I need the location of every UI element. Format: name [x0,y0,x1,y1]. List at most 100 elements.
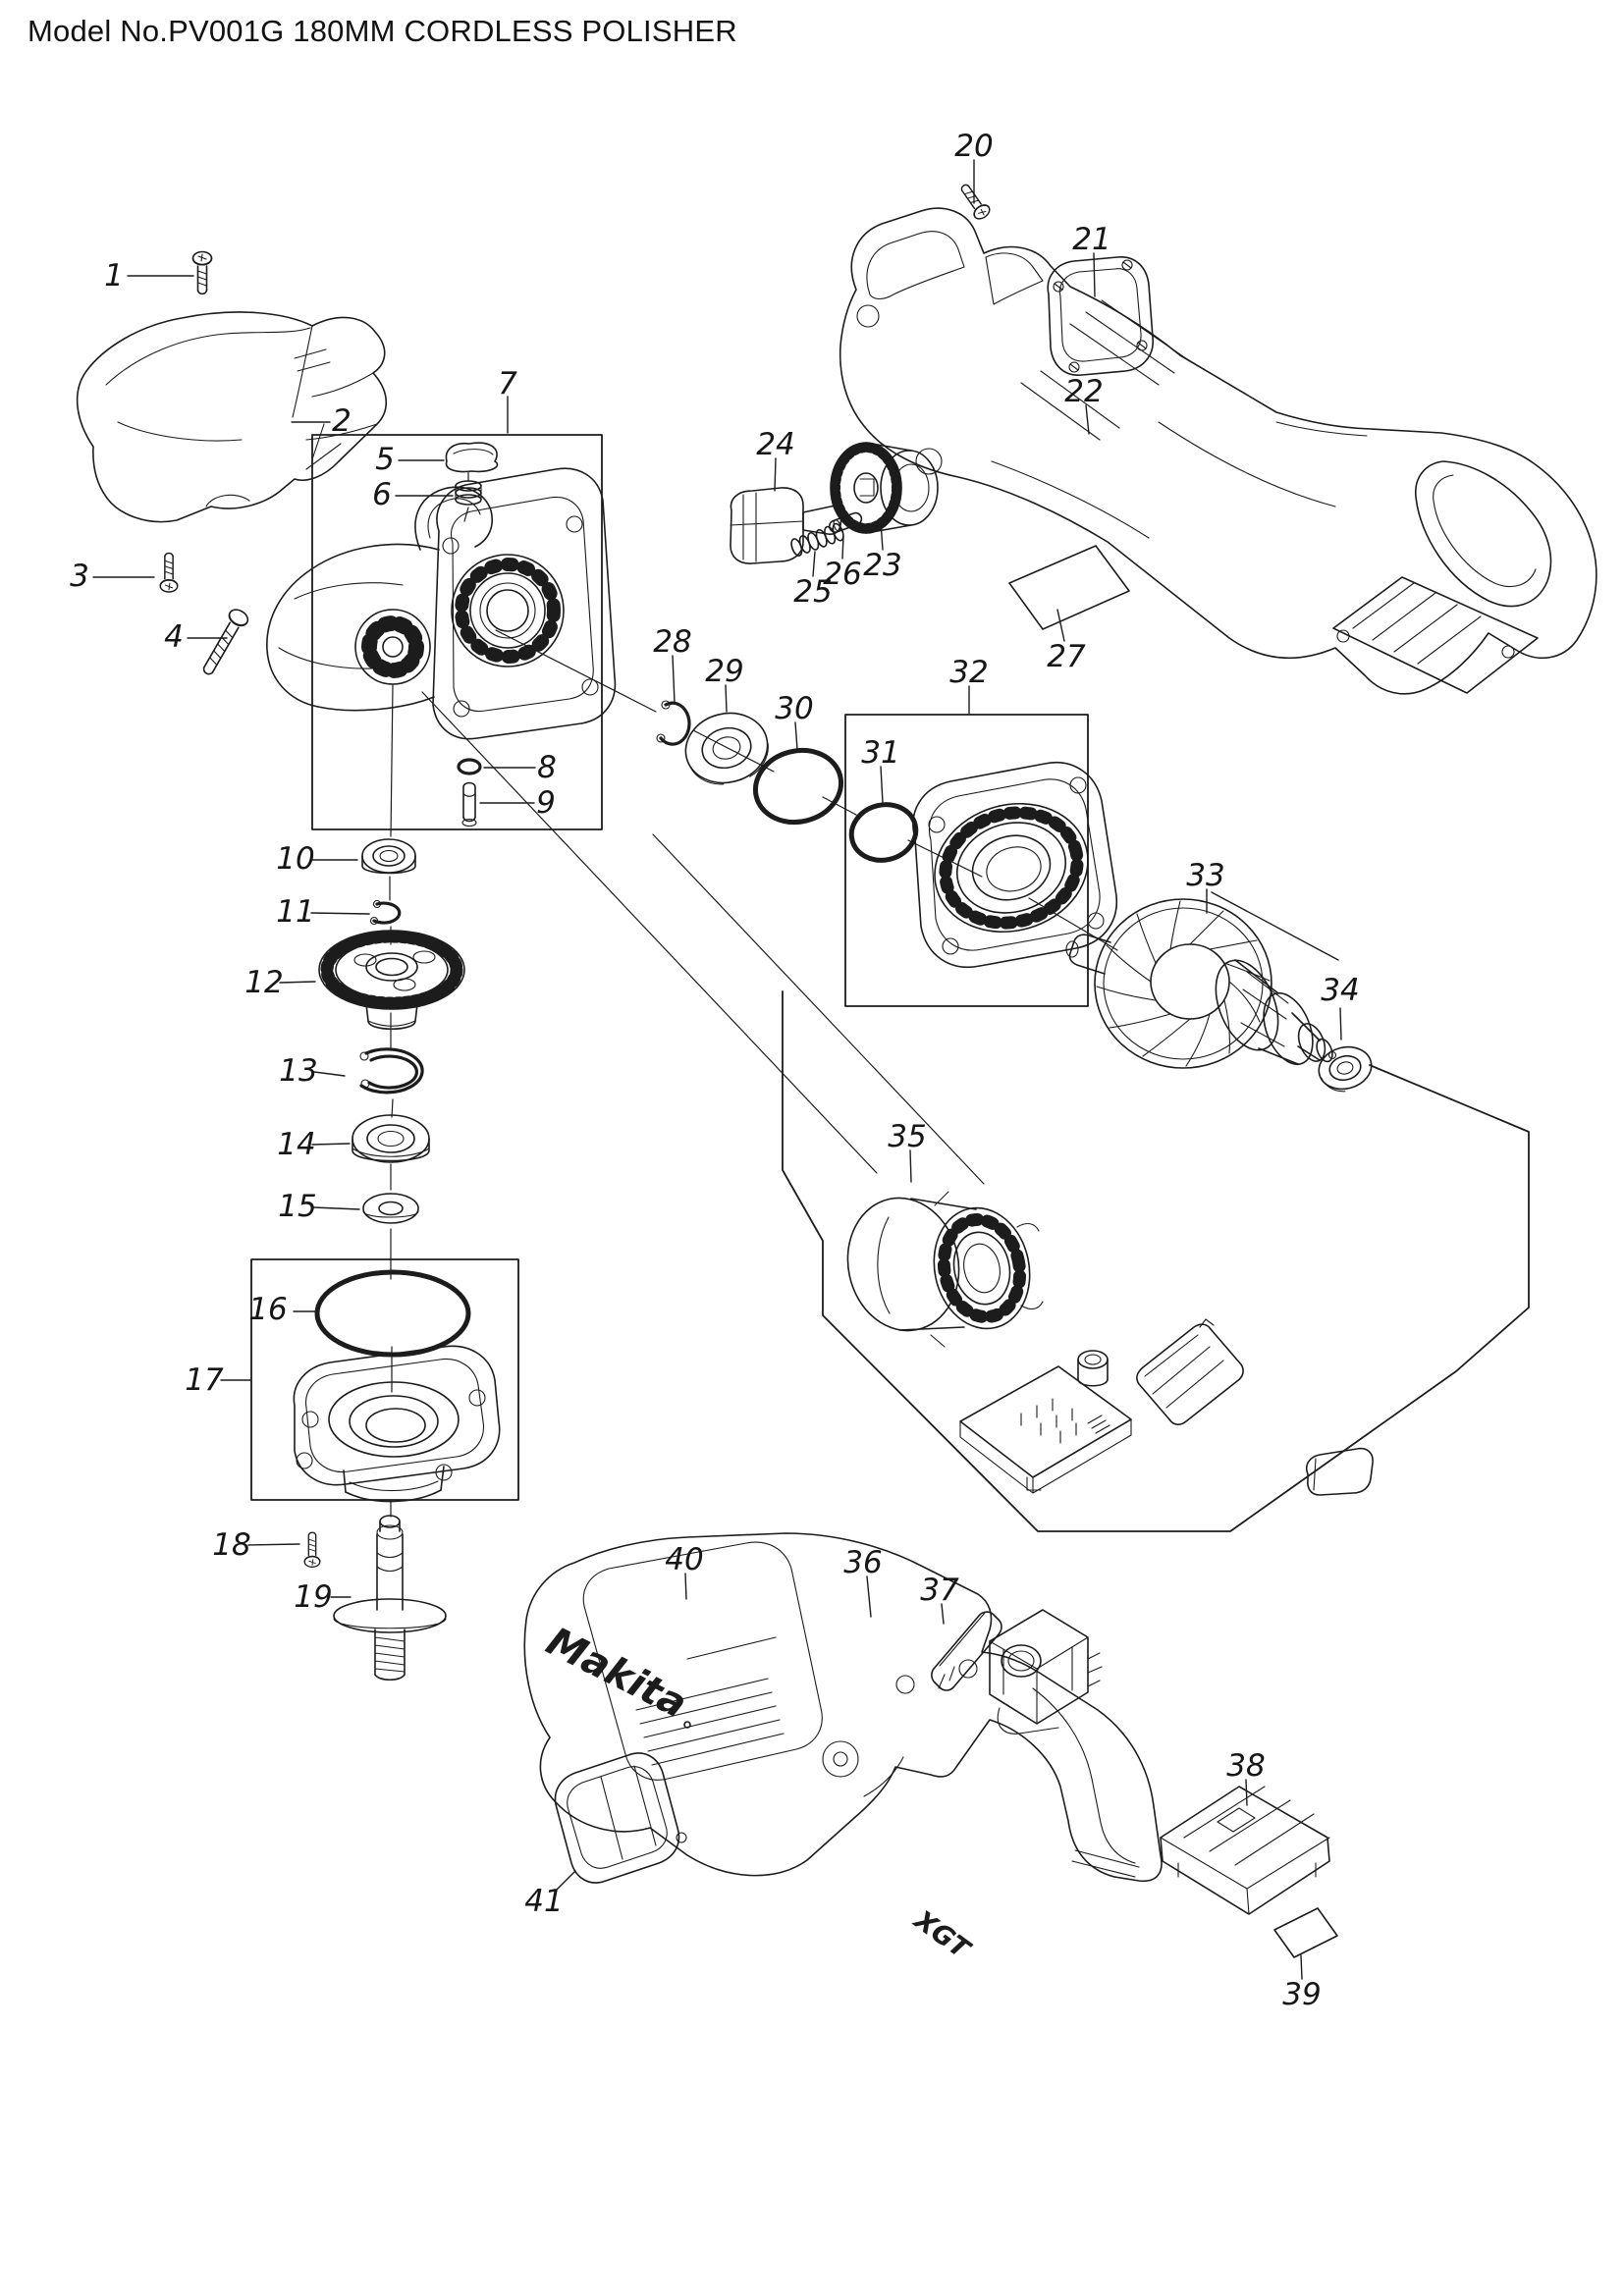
part-25-spring-drawing [790,522,844,557]
part-label-39: 39 [1282,1977,1321,2012]
part-21-cover-plate-drawing [1047,256,1154,376]
part-label-38: 38 [1226,1748,1265,1784]
part-3-screw-drawing [159,552,179,593]
part-35-wedge-drawing [1305,1447,1374,1496]
leader-line-part-37 [941,1603,945,1625]
part-label-3: 3 [70,559,89,594]
part-label-15: 15 [278,1189,316,1224]
makita-logo: Makita [539,1619,693,1728]
leader-line-part-26 [841,535,844,560]
part-label-5: 5 [375,442,395,477]
leader-line-part-13 [313,1071,346,1077]
part-35-controller-drawing [959,1365,1132,1494]
part-label-4: 4 [164,619,184,655]
part-label-31: 31 [861,735,899,771]
leader-line-part-31 [880,766,884,804]
part-number-labels: 1234567891011121314151617181920212223242… [70,129,1360,2012]
part-1-screw-drawing [191,250,213,295]
part-label-34: 34 [1321,973,1359,1008]
part-2-head-cover-drawing [76,311,388,523]
part-label-1: 1 [104,258,124,294]
group-outline-part-35 [782,990,1530,1532]
leader-line-part-39 [1300,1954,1303,1980]
part-18-screw-drawing [303,1531,321,1568]
part-24-switch-knob-drawing [730,487,842,564]
part-label-25: 25 [793,574,832,610]
leader-line-part-15 [312,1206,360,1210]
group-box-part-7 [311,434,603,830]
part-14-bearing-drawing [352,1114,430,1163]
leader-line-part-40 [684,1573,687,1600]
part-32-bearing-retainer-drawing [912,762,1117,968]
part-label-10: 10 [276,841,314,877]
part-26-pin-drawing [828,511,863,533]
part-label-29: 29 [705,654,743,689]
leader-line-part-41 [554,1870,576,1893]
xgt-logo: XGT [907,1904,977,1967]
leader-line-part-21 [1093,252,1096,297]
part-label-33: 33 [1186,858,1224,893]
part-label-21: 21 [1072,222,1110,257]
part-35-capacitor-drawing [1136,1318,1244,1425]
part-label-20: 20 [954,129,993,164]
part-8-o-ring-drawing [457,758,482,775]
page-title: Model No.PV001G 180MM CORDLESS POLISHER [27,14,737,48]
part-39-sticker-drawing [1273,1907,1338,1958]
part-19-spindle-drawing [333,1515,447,1682]
part-label-26: 26 [823,557,861,592]
part-34-bearing-drawing [1318,1045,1373,1093]
part-label-18: 18 [212,1527,250,1563]
leader-line-part-28 [672,655,676,704]
group-box-part-17 [250,1258,519,1501]
leader-line-part-27 [1056,609,1065,642]
part-4-long-screw-drawing [202,609,249,675]
part-35-grommet-drawing [1077,1350,1109,1387]
leader-line-part-11 [310,912,370,915]
part-label-32: 32 [949,655,988,690]
part-31-o-ring-drawing [848,802,919,863]
part-label-27: 27 [1047,639,1086,674]
part-6-spring-drawing [455,480,482,506]
part-35-stator-drawing [846,1191,1044,1348]
part-11-retaining-ring-drawing [369,899,402,926]
part-37-switch-unit-drawing [989,1609,1103,1735]
part-label-40: 40 [665,1542,703,1577]
part-label-41: 41 [524,1884,563,1919]
part-label-19: 19 [294,1579,332,1615]
part-33-armature-drawing [1065,898,1337,1069]
part-label-16: 16 [248,1292,287,1327]
part-9-pin-drawing [461,781,477,828]
part-label-6: 6 [372,477,392,512]
part-label-22: 22 [1064,374,1103,409]
part-12-spiral-bevel-gear-drawing [318,930,465,1030]
leader-line-part-35 [909,1149,912,1183]
part-label-13: 13 [279,1053,317,1089]
part-5-cap-drawing [445,442,499,473]
part-label-2: 2 [332,403,352,439]
leader-line-part-23 [880,520,884,551]
leader-line-part-12 [279,981,316,984]
part-38-terminal-block-drawing [1160,1786,1330,1915]
part-27-sticker-drawing [1008,545,1130,630]
part-label-7: 7 [498,366,517,401]
leader-line-part-22 [1085,404,1090,435]
part-22-motor-housing-drawing [839,207,1597,695]
part-label-8: 8 [537,750,557,785]
part-label-11: 11 [276,894,314,930]
label-33-to-34-link [1211,891,1339,961]
part-label-14: 14 [277,1127,315,1162]
part-40-motor-housing-drawing: Makita XGT [523,1532,1163,1967]
part-28-retaining-ring-drawing [656,700,691,746]
part-23-gear-drawing [830,442,939,534]
leader-line-part-30 [794,721,798,750]
part-13-snap-ring-drawing [359,1047,424,1095]
part-label-30: 30 [775,691,813,726]
leader-line-part-36 [866,1575,872,1618]
part-41-dust-cover-drawing [554,1752,687,1884]
leader-line-part-34 [1339,1007,1342,1041]
part-label-28: 28 [653,624,691,660]
part-label-17: 17 [185,1362,224,1398]
part-10-bearing-drawing [361,838,416,875]
